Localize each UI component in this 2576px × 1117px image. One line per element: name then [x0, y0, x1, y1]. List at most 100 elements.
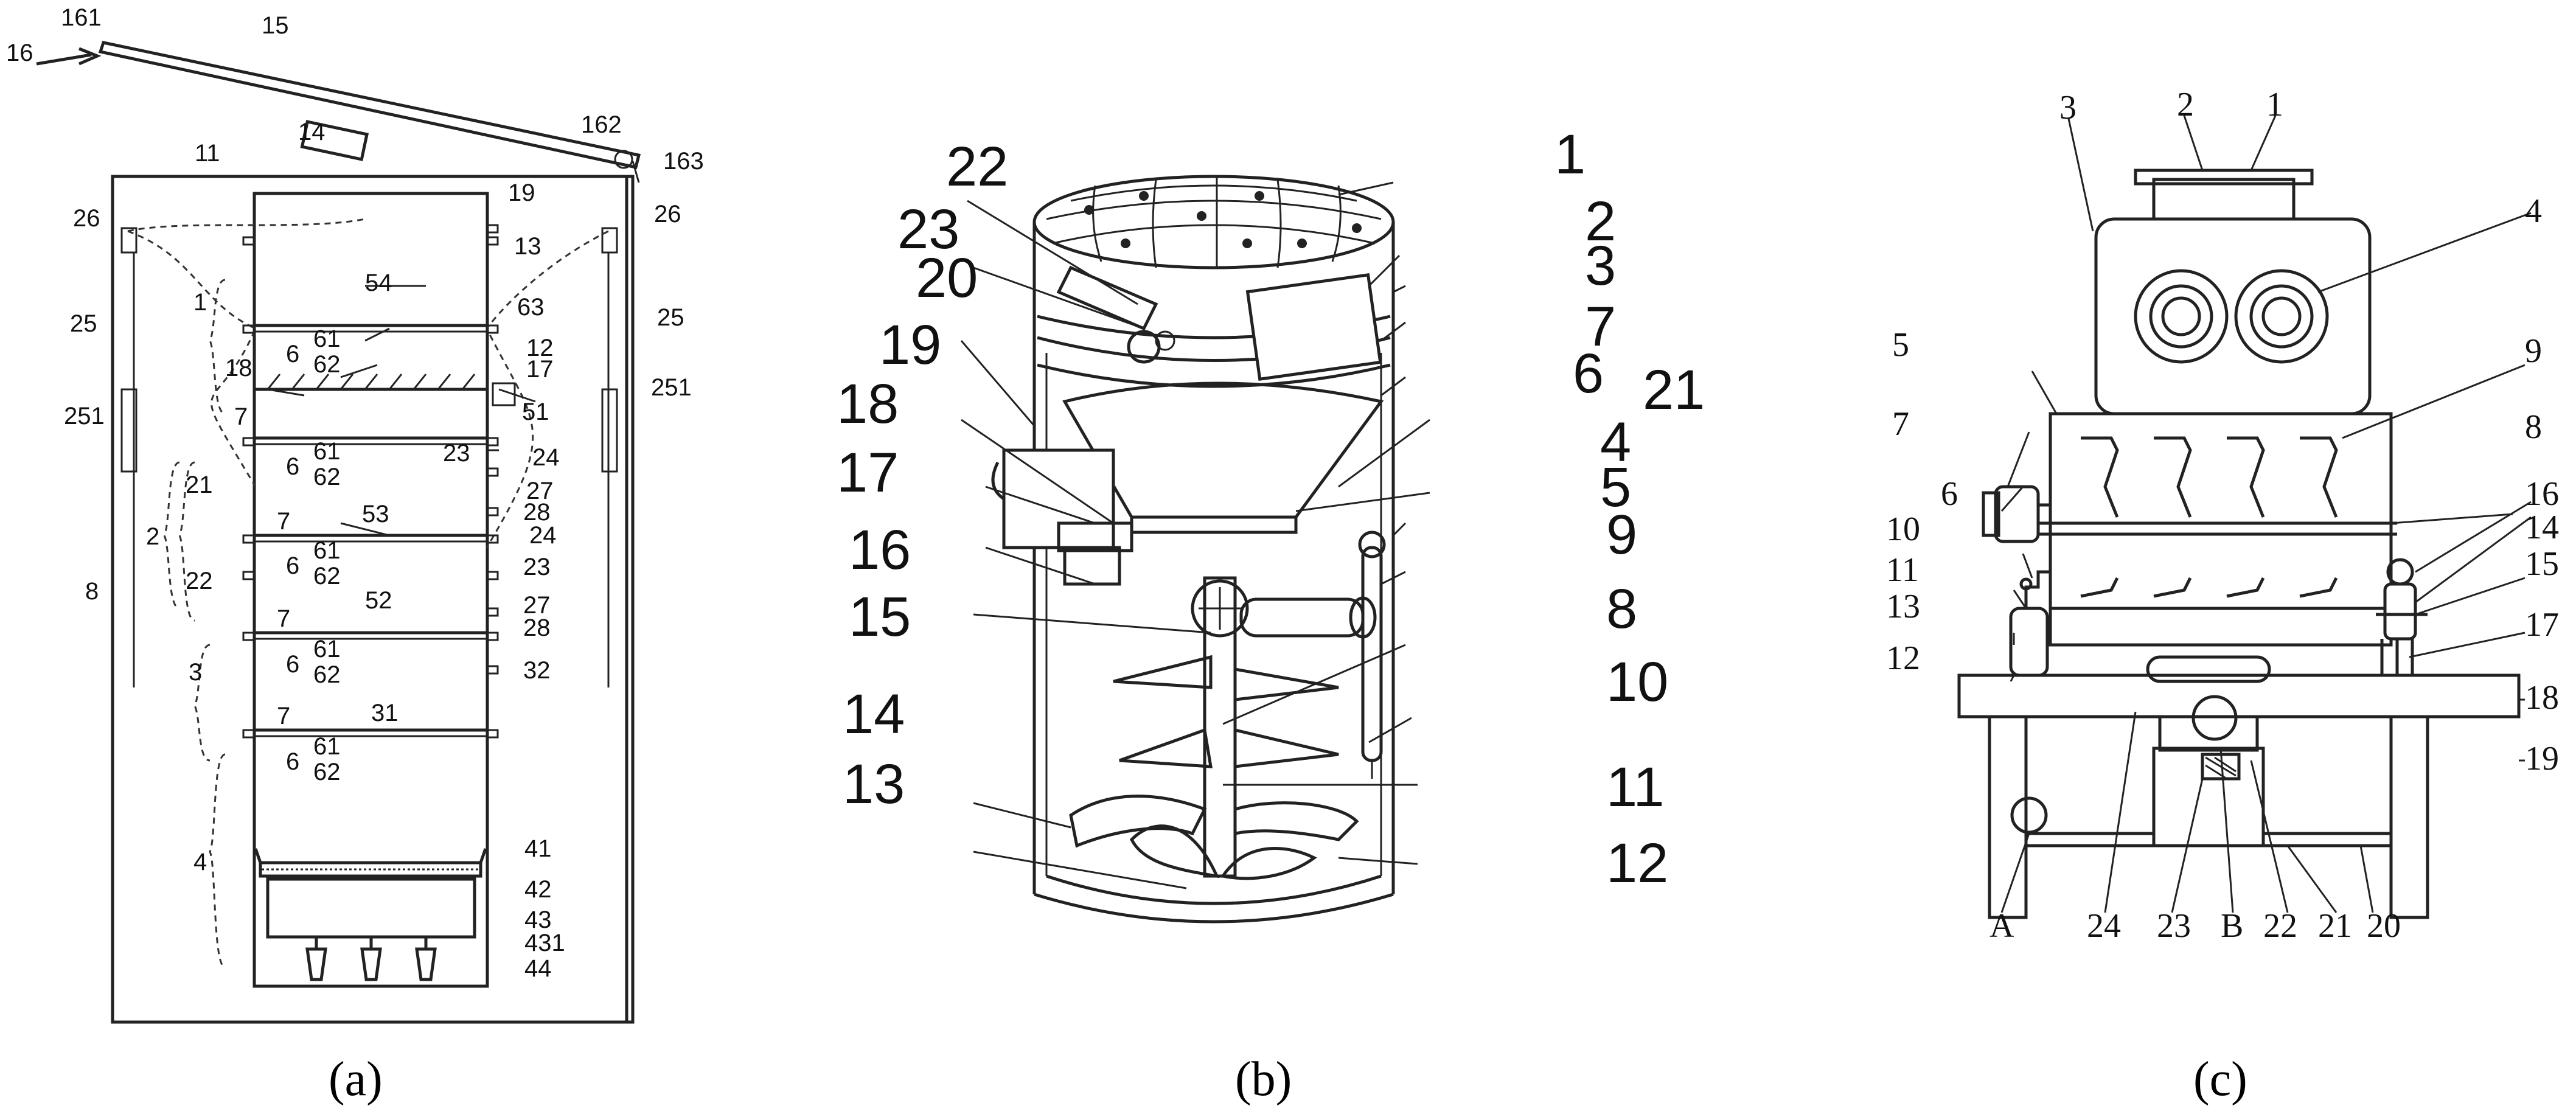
label: 19 [2525, 740, 2559, 778]
panel-a-caption: (a) [329, 1053, 383, 1106]
label: 26 [73, 205, 100, 232]
label: 162 [581, 111, 622, 138]
label: 23 [443, 440, 470, 467]
label: 2 [2177, 86, 2194, 124]
label: 19 [879, 314, 941, 376]
label: 25 [657, 304, 684, 331]
label: 11 [1606, 756, 1665, 818]
label: 7 [234, 403, 248, 430]
label: 18 [225, 355, 252, 381]
label: 4 [193, 849, 207, 875]
label: 12 [1886, 639, 1920, 677]
label: 3 [2059, 89, 2076, 127]
label: 61 [313, 325, 341, 352]
label: 8 [85, 578, 99, 605]
label: 251 [651, 374, 692, 401]
label: 13 [514, 233, 541, 260]
label: 19 [508, 179, 535, 206]
label: 431 [524, 930, 565, 956]
label: 5 [1892, 326, 1909, 364]
panel-c-caption: (c) [2193, 1053, 2247, 1106]
label: 6 [1573, 343, 1604, 405]
panel-b-caption: (b) [1235, 1053, 1292, 1106]
label: A [1989, 907, 2014, 945]
label: 61 [313, 733, 341, 760]
label: 6 [286, 453, 299, 480]
label: 24 [529, 522, 557, 549]
label: 63 [517, 294, 545, 321]
label: 11 [1886, 551, 1919, 589]
label: 18 [837, 373, 899, 435]
label: 44 [524, 955, 552, 982]
label: 62 [313, 563, 341, 590]
label: 161 [61, 4, 102, 31]
label: 20 [2367, 907, 2401, 945]
label: 23 [897, 198, 959, 260]
label: 62 [313, 464, 341, 490]
label: 21 [2318, 907, 2352, 945]
panel-c-labels: 3 2 1 4 5 9 7 8 6 16 10 14 11 15 13 17 1… [1886, 86, 2559, 1106]
label: 62 [313, 351, 341, 378]
label: 16 [2525, 475, 2559, 513]
label: 17 [837, 442, 899, 504]
label: 14 [843, 683, 905, 745]
label: 15 [262, 12, 289, 39]
label: 9 [2525, 332, 2542, 370]
panel-c-drawing [1957, 115, 2532, 919]
label: 17 [2525, 606, 2559, 644]
label: 54 [365, 270, 392, 296]
label: 4 [1600, 411, 1631, 473]
label: 6 [286, 748, 299, 775]
label: 22 [186, 568, 213, 594]
label: 163 [663, 148, 704, 175]
label: 61 [313, 537, 341, 564]
label: 28 [523, 614, 551, 641]
label: 13 [843, 753, 905, 815]
panel-a-labels: 161 15 16 14 162 163 11 26 19 13 26 25 2… [6, 4, 704, 1106]
label: 24 [532, 444, 560, 471]
label: 41 [524, 835, 552, 862]
label: 1 [1554, 124, 1586, 186]
label: 8 [2525, 408, 2542, 446]
label: 62 [313, 661, 341, 688]
label: 12 [1606, 832, 1668, 894]
label: 2 [146, 523, 159, 550]
label: 52 [365, 587, 392, 614]
label: 24 [2087, 907, 2121, 945]
label: 18 [2525, 679, 2559, 717]
label: 7 [277, 508, 290, 535]
label: 1 [2266, 86, 2283, 124]
label: 11 [195, 140, 220, 167]
panel-a-drawing [36, 41, 641, 1024]
label: 14 [298, 119, 325, 145]
label: 15 [849, 586, 911, 648]
label: 21 [186, 472, 213, 498]
label: 7 [1892, 405, 1909, 443]
label: 61 [313, 636, 341, 663]
label: 27 [526, 478, 554, 504]
label: 3 [189, 659, 202, 686]
label: 10 [1606, 651, 1668, 713]
label: 6 [286, 651, 299, 678]
label: 42 [524, 876, 552, 903]
label: 22 [2263, 907, 2297, 945]
label: 2 [1585, 190, 1616, 252]
label: 15 [2525, 545, 2559, 583]
label: 28 [523, 499, 551, 526]
label: 51 [522, 398, 549, 425]
label: 14 [2525, 509, 2559, 546]
label: 43 [524, 906, 552, 933]
label: 6 [286, 552, 299, 579]
label: 3 [1585, 235, 1616, 297]
label: 12 [526, 335, 554, 361]
label: 13 [1886, 588, 1920, 625]
label: 16 [6, 40, 33, 66]
label: B [2221, 907, 2243, 945]
label: 7 [277, 703, 290, 729]
label: 10 [1886, 510, 1920, 548]
label: 7 [277, 605, 290, 632]
label: 23 [523, 554, 551, 580]
label: 16 [849, 519, 911, 581]
label: 27 [523, 592, 551, 619]
